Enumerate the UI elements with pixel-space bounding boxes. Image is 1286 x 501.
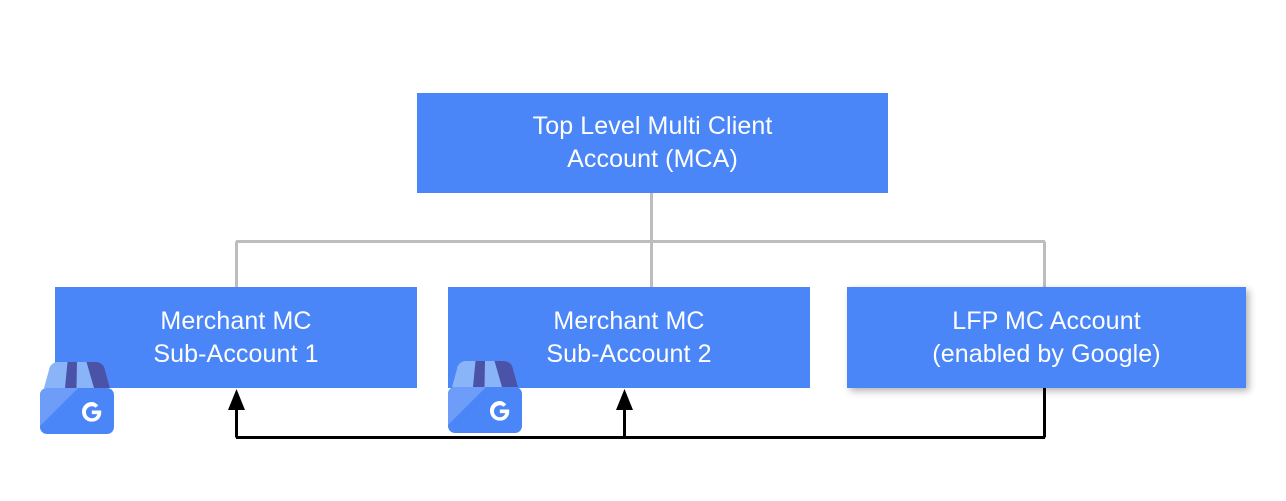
google-my-business-icon: [448, 361, 522, 433]
arrowhead-to-sub1: [228, 389, 245, 410]
node-lfp-mc-account[interactable]: LFP MC Account (enabled by Google): [847, 287, 1246, 388]
google-my-business-icon: [40, 362, 114, 434]
node-top-level-mca[interactable]: Top Level Multi Client Account (MCA): [417, 93, 888, 193]
arrowhead-to-sub2: [616, 389, 633, 410]
node-merchant-mc-sub-account-1[interactable]: Merchant MC Sub-Account 1: [55, 287, 417, 388]
